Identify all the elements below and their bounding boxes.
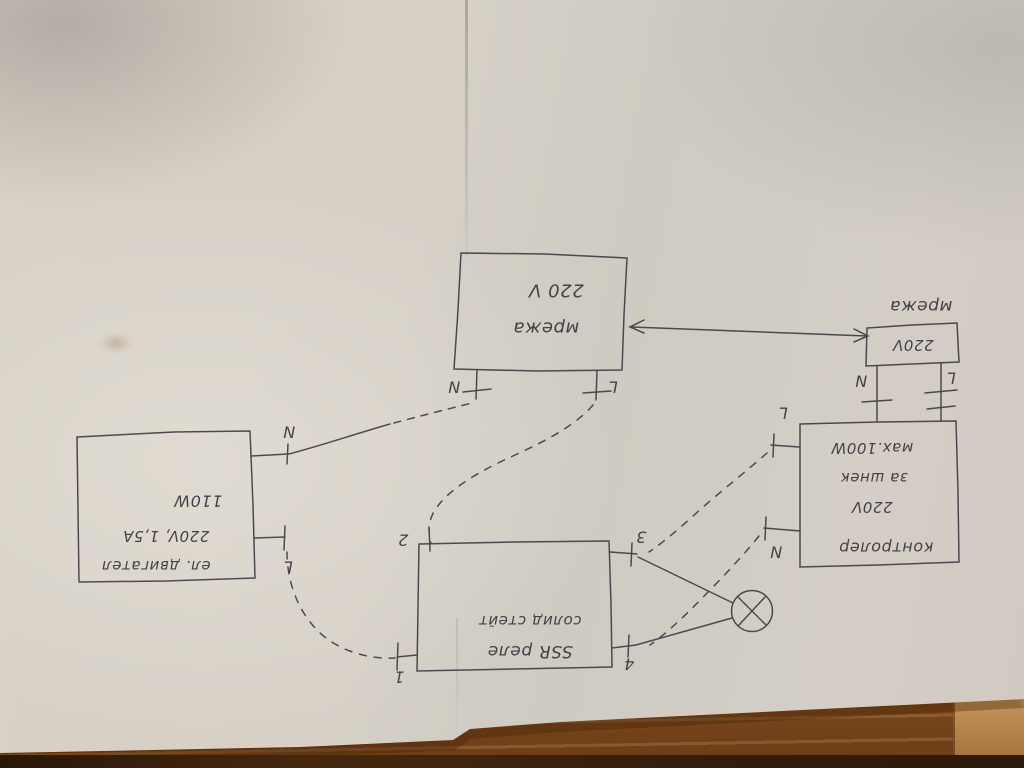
ssr-terminal-4-label: 4 xyxy=(623,654,635,674)
outlet-box-outline xyxy=(865,322,960,367)
arrowhead-right-icon xyxy=(853,328,870,343)
mains-terminal-n-label: N xyxy=(447,377,461,397)
mains-n-tick xyxy=(462,388,492,393)
indicator-lamp-x-icon xyxy=(737,596,767,626)
mains-terminal-l-label: L xyxy=(608,377,618,397)
motor-text-line3: 110W xyxy=(173,491,223,511)
wire-controller-n-to-ssr4-dashed xyxy=(649,535,760,646)
ssr-text-line1: SSR реле xyxy=(487,641,573,661)
controller-terminal-n-label: N xyxy=(769,542,783,562)
controller-text-line1: контролер xyxy=(838,538,934,558)
mains-l-stub xyxy=(595,370,598,401)
controller-text-line2: 220V xyxy=(851,498,893,516)
outlet-l-tick2 xyxy=(926,405,956,410)
outlet-text-line1: 220V xyxy=(892,336,934,354)
ssr-terminal-3-label: 3 xyxy=(635,527,647,547)
wire-mains-l-to-ssr2-dashed xyxy=(428,404,594,544)
ssr-terminal-2-label: 2 xyxy=(397,530,409,550)
wire-controller-l-to-ssr3-dashed xyxy=(648,452,768,553)
ssr-box-outline xyxy=(416,540,613,672)
ssr-t3-tick xyxy=(630,542,633,567)
controller-box-outline xyxy=(799,420,960,568)
paper-fold-crease xyxy=(465,0,468,258)
motor-n-stub xyxy=(250,453,289,457)
motor-text-line1: ел. двигател xyxy=(101,557,211,575)
wire-ssr3-to-lamp xyxy=(637,556,734,604)
controller-text-line4: мах.100W xyxy=(830,439,914,457)
outlet-terminal-n-label: N xyxy=(854,371,868,391)
outlet-terminal-l-label: L xyxy=(946,368,956,388)
table-shadow-band xyxy=(0,755,1024,768)
mains-text-line2: 220 V xyxy=(528,279,584,301)
mains-n-stub xyxy=(475,369,478,400)
controller-l-tick xyxy=(772,433,775,458)
paper-fold-crease-lower xyxy=(456,618,458,734)
mains-l-tick xyxy=(582,390,612,394)
wire-motor-n-to-mains-n-solid xyxy=(288,423,391,455)
motor-l-stub xyxy=(253,536,286,539)
motor-terminal-n-label: N xyxy=(282,422,296,442)
motor-n-tick xyxy=(286,443,289,465)
ssr-t1-tick xyxy=(396,642,399,671)
ssr-terminal-1-label: 1 xyxy=(393,667,405,687)
wire-ssr4-to-lamp xyxy=(635,617,733,646)
wire-mains-to-outlet-arrow xyxy=(630,326,868,337)
outlet-caption: мрежа xyxy=(889,296,953,316)
controller-text-line3: за шнек xyxy=(840,469,908,487)
indicator-lamp-icon xyxy=(730,589,774,633)
arrowhead-left-icon xyxy=(628,319,645,334)
outlet-n-tick xyxy=(861,399,893,403)
ssr-t4-stub xyxy=(611,644,637,649)
motor-text-line2: 220V, 1,5А xyxy=(122,527,210,545)
mains-box-outline xyxy=(453,252,628,372)
ssr-t3-stub xyxy=(609,551,638,555)
controller-l-stub xyxy=(770,444,800,448)
motor-l-tick xyxy=(283,525,286,551)
ssr-t4-tick xyxy=(627,634,630,658)
mains-text-line1: мрежа xyxy=(512,317,580,339)
controller-n-tick xyxy=(764,516,767,541)
outlet-l-tick xyxy=(924,389,958,394)
wire-motor-n-to-mains-n-dashed xyxy=(393,402,473,424)
motor-box-outline xyxy=(76,430,256,583)
ssr-text-line2: солид стейт xyxy=(478,612,582,630)
paper-smudge xyxy=(99,333,133,353)
wire-motor-l-to-ssr1-dashed xyxy=(286,551,396,659)
motor-terminal-l-label: L xyxy=(283,557,293,577)
controller-n-stub xyxy=(763,527,801,532)
ssr-t1-stub xyxy=(396,654,418,658)
controller-terminal-l-label: L xyxy=(778,403,788,423)
